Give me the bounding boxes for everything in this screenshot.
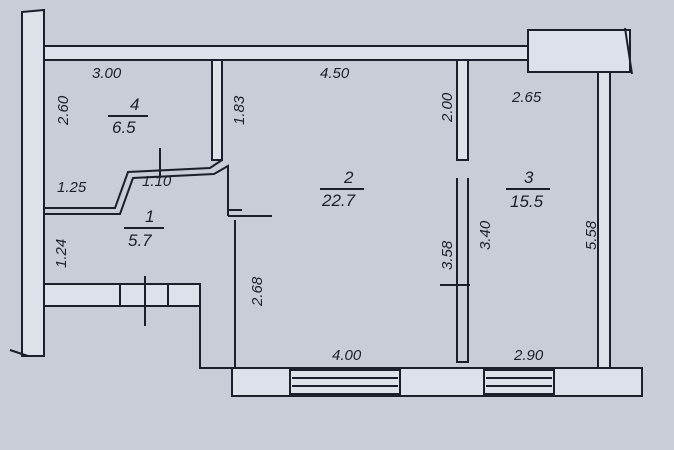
walls <box>9 8 643 397</box>
room4-right-wall <box>211 59 223 161</box>
dim-top-room3: 2.65 <box>511 89 542 106</box>
dim-room4-right: 1.83 <box>231 95 248 125</box>
room-4-number: 4 <box>130 95 139 114</box>
dim-top-room4: 3.00 <box>92 65 122 82</box>
partition-top <box>456 59 469 161</box>
dim-room2-left-bottom: 2.68 <box>249 276 266 307</box>
window-left <box>289 369 401 395</box>
partition-bottom <box>456 178 469 363</box>
dim-room2-right-top: 2.00 <box>439 92 456 123</box>
dim-corridor-width: 1.25 <box>57 179 87 196</box>
room-3-area: 15.5 <box>510 192 544 211</box>
room-1-area: 5.7 <box>128 231 152 250</box>
right-wall <box>597 71 611 369</box>
dim-partition-right: 3.40 <box>477 220 494 250</box>
dim-partition-left: 3.58 <box>439 240 456 270</box>
dim-bottom-room2: 4.00 <box>332 347 362 364</box>
corridor-wall <box>44 159 223 209</box>
room-4-area: 6.5 <box>112 118 136 137</box>
top-wall <box>43 45 529 61</box>
dimensions: 3.00 4.50 2.65 2.60 1.83 2.00 1.25 1.10 … <box>53 65 600 364</box>
left-outer-wall <box>21 8 45 357</box>
dim-left-room1: 1.24 <box>53 239 70 268</box>
dim-corridor-door: 1.10 <box>142 173 172 190</box>
room-labels: 4 6.5 2 22.7 3 15.5 1 5.7 <box>108 95 550 250</box>
dim-bottom-room3: 2.90 <box>513 347 544 364</box>
dim-left-room4: 2.60 <box>55 95 72 126</box>
room-1-number: 1 <box>145 207 154 226</box>
dim-right-room3: 5.58 <box>583 220 600 250</box>
dim-top-room2: 4.50 <box>320 65 350 82</box>
room-2-area: 22.7 <box>321 191 356 210</box>
window-right <box>483 369 555 395</box>
room-3-number: 3 <box>524 168 534 187</box>
room-2-number: 2 <box>343 168 354 187</box>
top-right-block <box>527 29 631 73</box>
